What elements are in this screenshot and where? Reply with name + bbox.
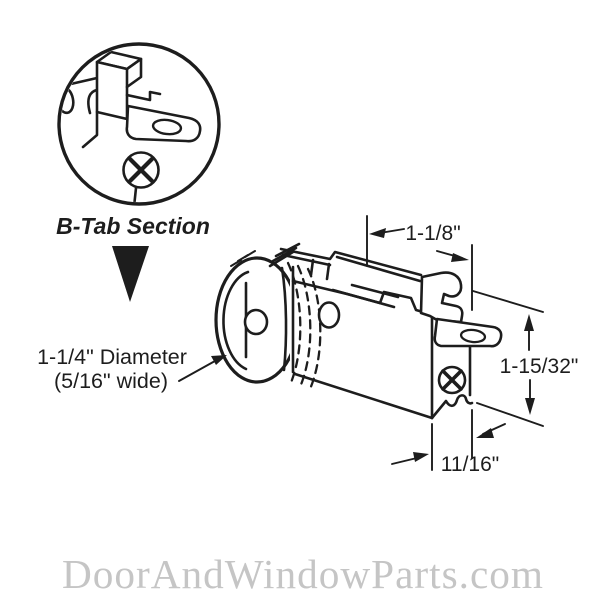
arrowhead-left-icon — [476, 428, 494, 438]
dimension-right-height-label: 1-15/32" — [500, 355, 579, 378]
wheel-face-edge — [280, 266, 288, 372]
inset-btab-post — [95, 50, 162, 121]
tread-top-ticks — [230, 250, 256, 267]
axle-circle — [243, 308, 269, 336]
diameter-callout: 1-1/4" Diameter (5/16" wide) — [37, 345, 227, 393]
btab-detail-drawing — [61, 46, 202, 202]
diameter-callout-line1: 1-1/4" Diameter — [37, 345, 187, 369]
inset-detail — [57, 42, 221, 206]
diameter-callout-line2: (5/16" wide) — [54, 369, 168, 393]
arrowhead-up-icon — [524, 314, 534, 331]
inset-mounting-plate — [125, 104, 202, 143]
top-rail — [268, 242, 432, 316]
roller-assembly-drawing — [214, 242, 503, 420]
adjuster-hole — [317, 301, 341, 329]
watermark: DoorAndWindowParts.com — [62, 551, 544, 597]
dimension-bottom-width-label: 11/16" — [441, 453, 499, 476]
inset-screw-head-icon — [122, 151, 160, 189]
btab-section-label: B-Tab Section — [56, 213, 210, 239]
housing — [230, 242, 474, 420]
inset-circle-border — [57, 42, 221, 206]
b-tab — [419, 271, 464, 324]
pointer-triangle — [112, 246, 149, 302]
dimension-top-width: 1-1/8" — [366, 215, 473, 311]
bottom-notch — [430, 394, 474, 420]
housing-bottom-edge — [293, 372, 434, 420]
arrowhead-left-icon — [369, 228, 386, 238]
extension-line — [472, 290, 544, 313]
brace-line — [350, 283, 400, 299]
rail-tick — [325, 262, 331, 281]
dimension-top-width-label: 1-1/8" — [405, 222, 460, 245]
mounting-tab — [433, 317, 503, 348]
dimension-right-height: 1-15/32" — [472, 290, 579, 427]
wheel-inner-rim — [222, 270, 250, 371]
tread-dashes — [286, 261, 322, 391]
extension-line — [476, 402, 544, 427]
arrowhead-up-right-icon — [211, 355, 227, 365]
arrowhead-right-icon — [413, 452, 429, 462]
inset-housing-edge — [61, 76, 99, 88]
mounting-hole — [459, 328, 487, 344]
rail-tick — [309, 258, 315, 277]
arrowhead-right-icon — [451, 253, 469, 262]
arrowhead-down-icon — [525, 398, 535, 415]
screw-head-icon — [437, 365, 467, 395]
leader-line — [178, 360, 216, 382]
brace-line — [331, 288, 396, 309]
dimension-bottom-width: 11/16" — [391, 409, 506, 476]
